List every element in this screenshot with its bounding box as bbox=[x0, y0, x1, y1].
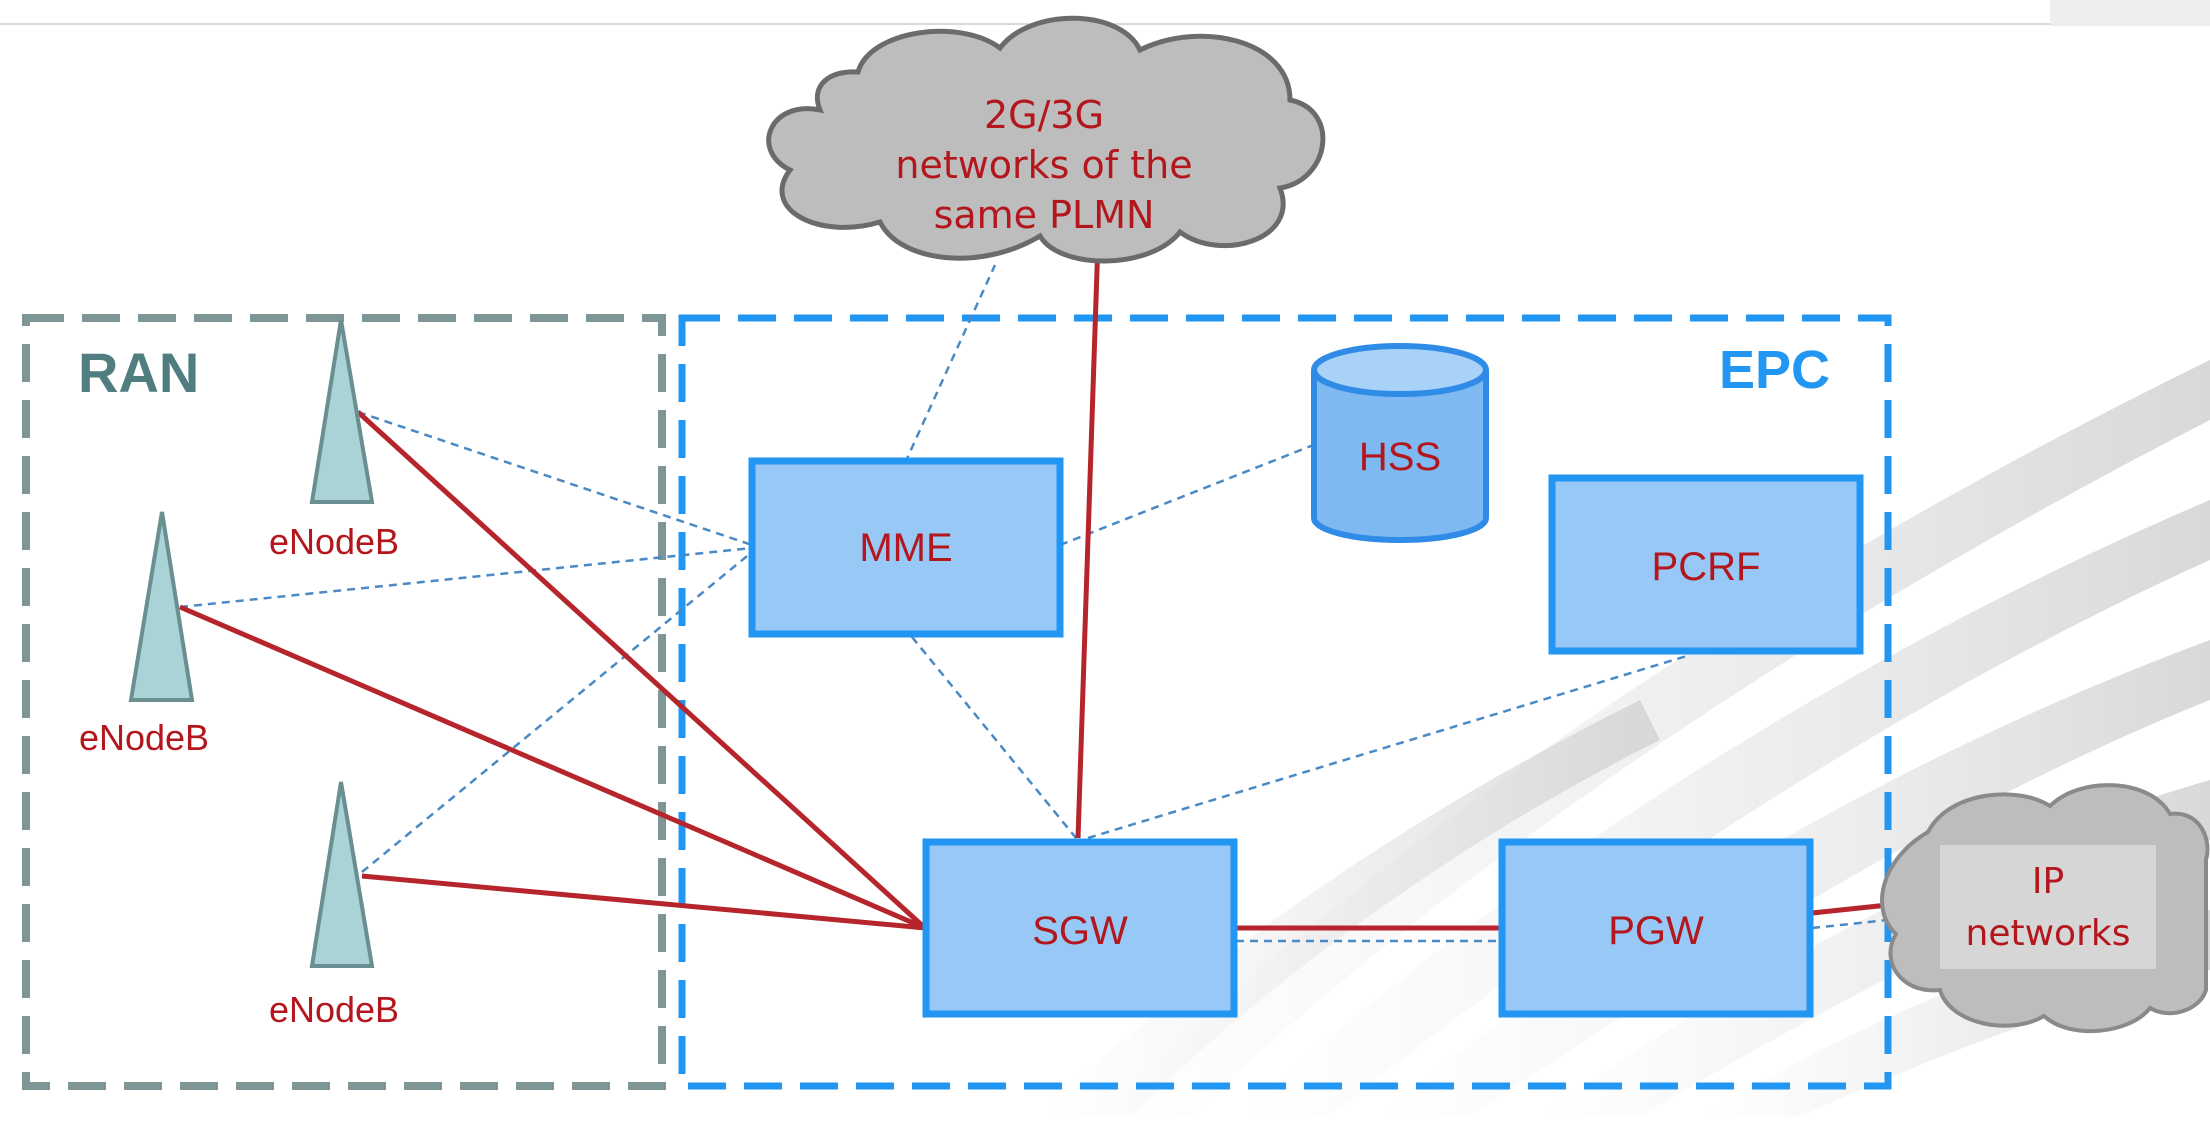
enodeb-2-label: eNodeB bbox=[79, 717, 209, 758]
ip-cloud-line-2: networks bbox=[1966, 913, 2131, 954]
sgw-label: SGW bbox=[1032, 909, 1128, 953]
link-mme-hss bbox=[1059, 442, 1317, 547]
pcrf-box bbox=[1548, 474, 1864, 655]
ip-cloud-line-1: IP bbox=[2032, 861, 2064, 902]
cloud-icon bbox=[766, 15, 1326, 264]
pgw-box bbox=[1498, 838, 1814, 1018]
ran-label: RAN bbox=[78, 341, 199, 404]
antenna-icon bbox=[128, 511, 195, 702]
link-enb1-sgw bbox=[356, 410, 927, 930]
ip-networks-cloud: IP networks bbox=[1880, 783, 2210, 1034]
link-enb2-sgw bbox=[179, 604, 926, 931]
enodeb-1: eNodeB bbox=[269, 319, 399, 562]
link-mme-sgw bbox=[911, 636, 1077, 839]
pcrf-label: PCRF bbox=[1652, 545, 1761, 589]
sgw-node: SGW bbox=[922, 838, 1238, 1018]
enodeb-2: eNodeB bbox=[79, 511, 209, 758]
legacy-cloud-line-2: networks of the bbox=[895, 143, 1192, 187]
link-sgw-legacy bbox=[1075, 239, 1101, 839]
antenna-icon bbox=[309, 319, 375, 504]
mme-box bbox=[748, 457, 1064, 638]
hss-label: HSS bbox=[1359, 435, 1441, 479]
ip-cloud-label-bg bbox=[1940, 845, 2156, 969]
pcrf-node: PCRF bbox=[1548, 474, 1864, 655]
user-plane-links bbox=[179, 239, 1889, 931]
control-plane-links bbox=[179, 264, 1889, 943]
link-sgw-pcrf bbox=[1087, 653, 1691, 840]
sgw-box bbox=[922, 838, 1238, 1018]
mme-node: MME bbox=[748, 457, 1064, 638]
ran-region bbox=[22, 314, 666, 1090]
hss-node: HSS bbox=[1311, 343, 1489, 543]
enodeb-3: eNodeB bbox=[269, 781, 399, 1030]
enodeb-1-label: eNodeB bbox=[269, 521, 399, 562]
enodeb-3-label: eNodeB bbox=[269, 989, 399, 1030]
pgw-label: PGW bbox=[1608, 909, 1704, 953]
link-pgw-ip-control bbox=[1811, 918, 1889, 930]
link-mme-legacy bbox=[903, 264, 997, 464]
corner-tab bbox=[2050, 0, 2210, 26]
link-pgw-ip bbox=[1811, 902, 1889, 916]
mme-label: MME bbox=[859, 526, 952, 570]
link-enb3-mme bbox=[361, 551, 753, 873]
legacy-networks-cloud: 2G/3G networks of the same PLMN bbox=[766, 15, 1326, 264]
link-enb1-mme bbox=[357, 410, 753, 547]
database-icon bbox=[1311, 343, 1489, 543]
link-enb2-mme bbox=[179, 546, 753, 609]
link-enb3-sgw bbox=[361, 873, 926, 931]
epc-label: EPC bbox=[1719, 340, 1830, 400]
legacy-cloud-line-1: 2G/3G bbox=[984, 93, 1104, 137]
epc-region bbox=[678, 314, 1892, 1090]
antenna-icon bbox=[309, 781, 375, 968]
pgw-node: PGW bbox=[1498, 838, 1814, 1018]
legacy-cloud-line-3: same PLMN bbox=[934, 193, 1155, 237]
